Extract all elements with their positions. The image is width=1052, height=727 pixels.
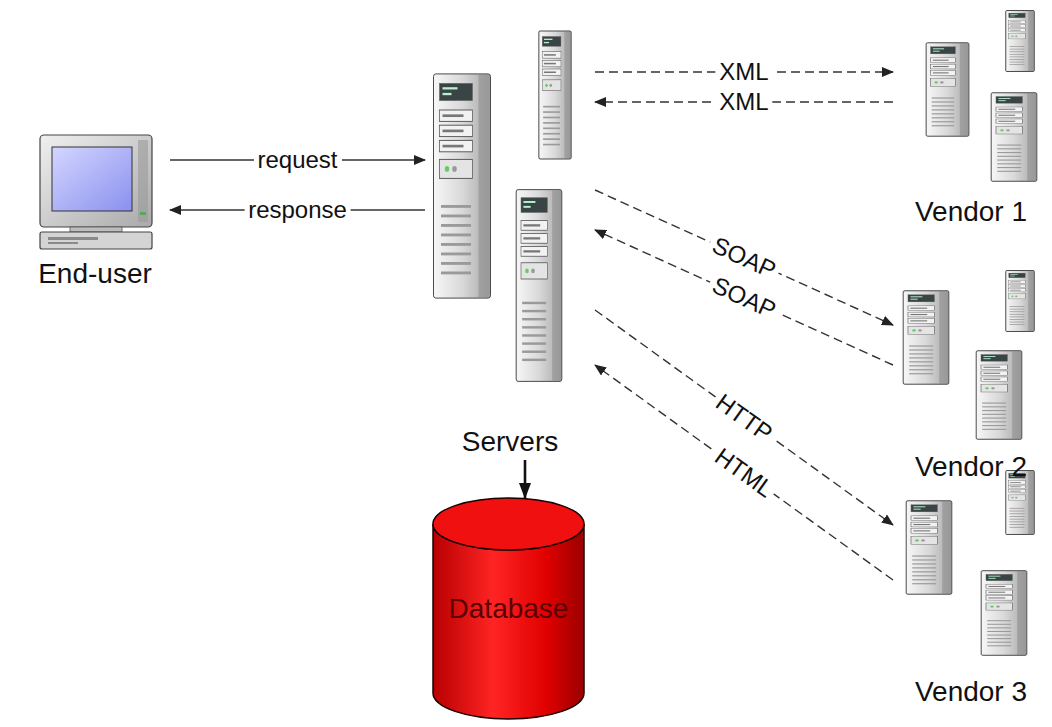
server-tower	[434, 74, 491, 298]
connector	[595, 230, 893, 365]
server-tower	[1006, 271, 1035, 332]
edge-label: HTML	[707, 440, 782, 504]
server-tower	[516, 190, 562, 382]
server-group: Servers	[425, 25, 595, 460]
vendor-servers: Vendor 3	[893, 485, 1049, 710]
monitor	[40, 135, 152, 227]
edge-label: request	[253, 147, 341, 173]
node-label: Vendor 3	[915, 676, 1027, 708]
vendor-servers	[926, 11, 1037, 182]
cylinder-body	[433, 524, 584, 719]
connector	[595, 365, 893, 580]
node-label: Database	[449, 593, 569, 625]
screen	[52, 147, 132, 211]
drive-slot	[48, 242, 78, 244]
server-tower	[1006, 11, 1035, 72]
node-label: Vendor 1	[915, 196, 1027, 228]
node-label: Vendor 2	[915, 451, 1027, 483]
edge-label: XML	[715, 89, 772, 115]
vendor-servers	[903, 271, 1034, 440]
vendor-servers: Vendor 2	[893, 265, 1049, 483]
vendor-servers	[906, 471, 1034, 656]
server-tower	[981, 571, 1027, 656]
server-tower	[926, 43, 969, 136]
server-tower	[906, 501, 952, 594]
end-user-computer: End-user	[20, 130, 170, 292]
drive-slot	[48, 237, 98, 240]
edge-label: XML	[715, 59, 772, 85]
computer-base	[40, 232, 152, 249]
server-tower	[903, 291, 949, 384]
connector	[595, 310, 893, 525]
edge-label: response	[244, 197, 351, 223]
power-led	[140, 212, 146, 215]
edge-label: HTTP	[708, 386, 781, 449]
server-towers	[434, 31, 572, 381]
connector	[595, 190, 893, 325]
connector	[524, 460, 527, 498]
vendor-servers: Vendor 1	[893, 5, 1049, 230]
monitor-stand	[70, 227, 122, 232]
node-label: Servers	[462, 426, 558, 458]
cylinder-top	[433, 498, 584, 550]
computer-icon	[40, 135, 152, 249]
node-label: End-user	[38, 258, 152, 290]
monitor-side	[138, 140, 148, 222]
database-cylinder: Database	[432, 498, 585, 720]
server-tower	[539, 31, 571, 159]
server-tower	[976, 351, 1022, 440]
server-tower	[991, 93, 1037, 182]
